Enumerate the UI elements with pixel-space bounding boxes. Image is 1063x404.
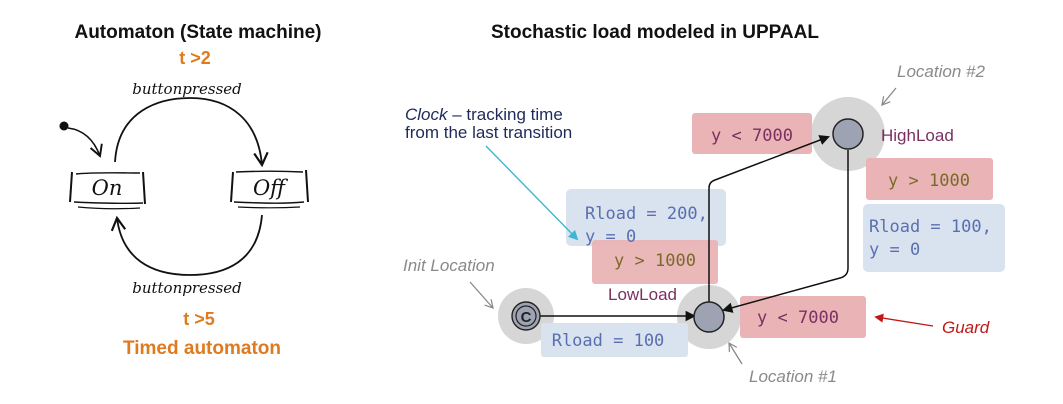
event-bottom-label: buttonpressed <box>132 279 242 297</box>
state-off-label: Off <box>253 176 288 200</box>
initial-transition-arrow <box>67 127 103 158</box>
guard-bottom-label: t >5 <box>183 309 215 329</box>
location2-caption-arrow <box>881 87 897 106</box>
automaton-title: Automaton (State machine) <box>74 22 321 43</box>
uppaal-title: Stochastic load modeled in UPPAAL <box>491 22 819 43</box>
guard-box-high-to-low <box>866 158 993 200</box>
clock-note-rest: – tracking time <box>448 105 563 124</box>
update-high-to-low-line1: Rload = 100, <box>869 217 992 237</box>
guard-top-label: t >2 <box>179 48 211 68</box>
update-box-low-to-high <box>566 189 726 246</box>
guard-box-low-to-high <box>592 240 718 284</box>
location-lowload <box>693 301 725 333</box>
event-top-label: buttonpressed <box>132 80 242 98</box>
update-low-to-high-line2: y = 0 <box>585 227 636 247</box>
location1-caption-arrow <box>728 341 743 365</box>
guard-low-to-high-text: y > 1000 <box>614 251 696 271</box>
guard-box-highload-stay <box>692 113 812 154</box>
clock-note-line1: Clock – tracking time <box>405 105 563 124</box>
lowload-label: LowLoad <box>608 285 677 304</box>
timed-automaton-label: Timed automaton <box>123 338 281 359</box>
init-caption-arrow <box>469 281 494 309</box>
location2-caption: Location #2 <box>897 62 985 81</box>
update-high-to-low-line2: y = 0 <box>869 240 920 260</box>
guard-box-lowload-stay <box>740 296 866 338</box>
clock-note-arrow <box>485 145 579 241</box>
state-on: On <box>69 171 146 210</box>
clock-note-keyword: Clock <box>405 105 449 124</box>
guard-lowload-stay-text: y < 7000 <box>757 308 839 328</box>
transition-on-to-off <box>114 97 269 168</box>
guard-caption-arrow <box>874 313 934 327</box>
svg-text:C: C <box>521 309 532 326</box>
guard-caption: Guard <box>942 318 990 337</box>
highload-label: HighLoad <box>881 126 954 145</box>
transition-off-to-on <box>110 214 263 276</box>
guard-highload-stay-text: y < 7000 <box>711 126 793 146</box>
update-box-high-to-low <box>863 204 1005 272</box>
location-init: C <box>511 301 541 331</box>
update-box-init <box>541 323 688 357</box>
state-on-label: On <box>92 176 123 200</box>
init-caption: Init Location <box>403 256 495 275</box>
location1-caption: Location #1 <box>749 367 837 386</box>
state-off: Off <box>230 169 309 209</box>
initial-state-dot <box>59 121 69 131</box>
guard-high-to-low-text: y > 1000 <box>888 171 970 191</box>
location-highload <box>832 118 864 150</box>
update-low-to-high-line1: Rload = 200, <box>585 204 708 224</box>
edge-highload-to-lowload <box>721 150 849 313</box>
update-init-text: Rload = 100 <box>552 331 665 351</box>
clock-note-line2: from the last transition <box>405 123 572 142</box>
edge-lowload-to-highload <box>708 135 830 302</box>
